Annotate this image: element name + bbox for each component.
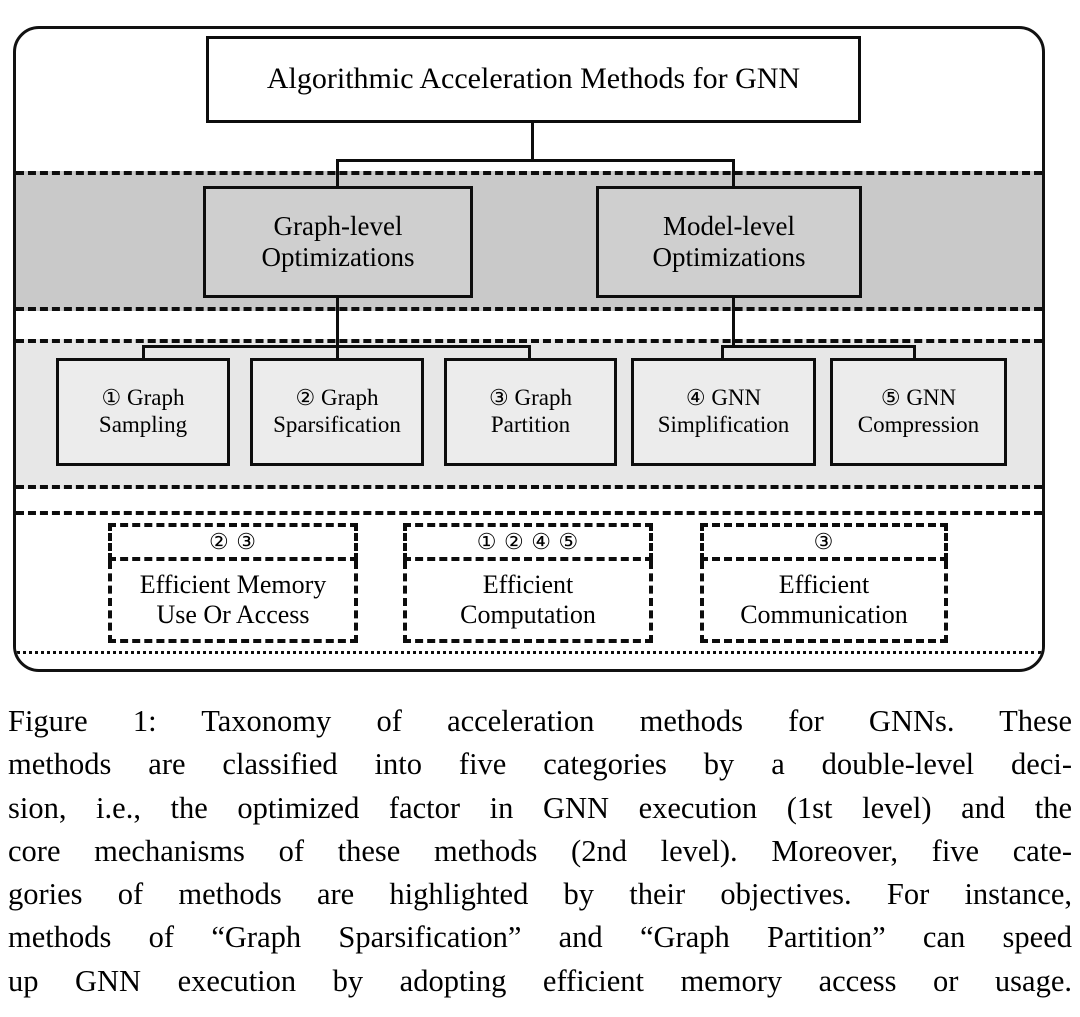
objective-efficient-communication[interactable]: ③ Efficient Communication bbox=[700, 523, 948, 643]
node-model-level-line1: Model-level bbox=[663, 210, 795, 241]
node-graph-sampling[interactable]: ① Graph Sampling bbox=[56, 358, 230, 466]
node-gnn-simplification-line2: Simplification bbox=[657, 412, 790, 437]
node-gnn-compression-line1: ⑤ GNN bbox=[881, 385, 956, 412]
figure-caption: Figure 1: Taxonomy of acceleration metho… bbox=[8, 700, 1072, 1003]
objective-efficient-computation[interactable]: ① ② ④ ⑤ Efficient Computation bbox=[403, 523, 653, 643]
objective-communication-line1: Efficient bbox=[778, 570, 870, 600]
node-graph-sampling-line1: ① Graph bbox=[102, 385, 185, 412]
objective-computation-line1: Efficient bbox=[482, 570, 574, 600]
connector-to-model-level bbox=[732, 159, 735, 189]
node-graph-sparsification-word1: Graph bbox=[321, 385, 379, 411]
circled-number-3-icon: ③ bbox=[489, 385, 509, 411]
objective-computation-line2: Computation bbox=[460, 600, 596, 629]
caption-line-7: up GNN execution by adopting efficient m… bbox=[8, 963, 1072, 998]
band-graph-model-level bbox=[16, 171, 1042, 311]
caption-line-3: sion, i.e., the optimized factor in GNN … bbox=[8, 790, 1072, 825]
connector-to-graph-sparsification bbox=[336, 345, 339, 361]
node-gnn-simplification[interactable]: ④ GNN Simplification bbox=[631, 358, 816, 466]
objective-efficient-memory[interactable]: ② ③ Efficient Memory Use Or Access bbox=[108, 523, 358, 643]
objective-memory-line1: Efficient Memory bbox=[139, 570, 327, 600]
connector-to-graph-level bbox=[336, 159, 339, 189]
node-graph-sampling-line2: Sampling bbox=[98, 412, 188, 437]
node-model-level-line2: Optimizations bbox=[652, 242, 806, 272]
connector-root-down bbox=[531, 123, 534, 159]
circled-number-4-icon: ④ bbox=[685, 385, 706, 411]
figure-frame: Algorithmic Acceleration Methods for GNN… bbox=[13, 26, 1045, 672]
caption-line-5: gories of methods are highlighted by the… bbox=[8, 877, 1072, 912]
objective-computation-markers: ① ② ④ ⑤ bbox=[403, 523, 653, 561]
connector-to-gnn-compression bbox=[913, 345, 916, 361]
objective-memory-markers: ② ③ bbox=[108, 523, 358, 561]
objective-computation-body: Efficient Computation bbox=[403, 561, 653, 643]
objective-communication-body: Efficient Communication bbox=[700, 561, 948, 643]
caption-line-6: methods of “Graph Sparsification” and “G… bbox=[8, 920, 1072, 955]
node-gnn-compression-line2: Compression bbox=[857, 412, 980, 437]
node-graph-level-optimizations[interactable]: Graph-level Optimizations bbox=[203, 186, 473, 298]
node-model-level-optimizations[interactable]: Model-level Optimizations bbox=[596, 186, 862, 298]
node-graph-level-line1: Graph-level bbox=[273, 210, 403, 241]
node-graph-partition-line2: Partition bbox=[490, 412, 571, 437]
caption-line-2: methods are classified into five categor… bbox=[8, 747, 1072, 782]
connector-to-graph-sampling bbox=[142, 345, 145, 361]
connector-root-bus bbox=[336, 159, 735, 162]
node-gnn-simplification-word1: GNN bbox=[711, 385, 762, 411]
node-gnn-compression-word1: GNN bbox=[906, 385, 957, 411]
node-graph-partition[interactable]: ③ Graph Partition bbox=[444, 358, 617, 466]
connector-model-level-bus bbox=[721, 345, 916, 348]
connector-to-gnn-simplification bbox=[721, 345, 724, 361]
caption-line-1: Figure 1: Taxonomy of acceleration metho… bbox=[8, 704, 1072, 738]
node-graph-sparsification[interactable]: ② Graph Sparsification bbox=[250, 358, 424, 466]
node-graph-level-line2: Optimizations bbox=[261, 242, 415, 272]
objective-memory-body: Efficient Memory Use Or Access bbox=[108, 561, 358, 643]
node-graph-partition-line1: ③ Graph bbox=[489, 385, 572, 412]
node-gnn-compression[interactable]: ⑤ GNN Compression bbox=[830, 358, 1007, 466]
node-root-algorithmic-acceleration[interactable]: Algorithmic Acceleration Methods for GNN bbox=[206, 36, 861, 123]
node-graph-sampling-word1: Graph bbox=[127, 385, 185, 411]
node-graph-sparsification-line1: ② Graph bbox=[296, 385, 379, 412]
connector-model-level-down bbox=[732, 298, 735, 348]
circled-number-1-icon: ① bbox=[101, 385, 122, 411]
node-graph-sparsification-line2: Sparsification bbox=[273, 412, 401, 437]
circled-number-5-icon: ⑤ bbox=[880, 385, 901, 411]
circled-number-2-icon: ② bbox=[295, 385, 316, 411]
objective-communication-markers: ③ bbox=[700, 523, 948, 561]
connector-graph-level-down bbox=[336, 298, 339, 348]
objective-communication-line2: Communication bbox=[740, 600, 908, 629]
caption-line-4: core mechanisms of these methods (2nd le… bbox=[8, 833, 1072, 868]
node-graph-partition-word1: Graph bbox=[514, 385, 572, 411]
connector-to-graph-partition bbox=[528, 345, 531, 361]
node-root-label: Algorithmic Acceleration Methods for GNN bbox=[266, 62, 801, 96]
objective-memory-line2: Use Or Access bbox=[156, 600, 310, 629]
node-gnn-simplification-line1: ④ GNN bbox=[686, 385, 761, 412]
